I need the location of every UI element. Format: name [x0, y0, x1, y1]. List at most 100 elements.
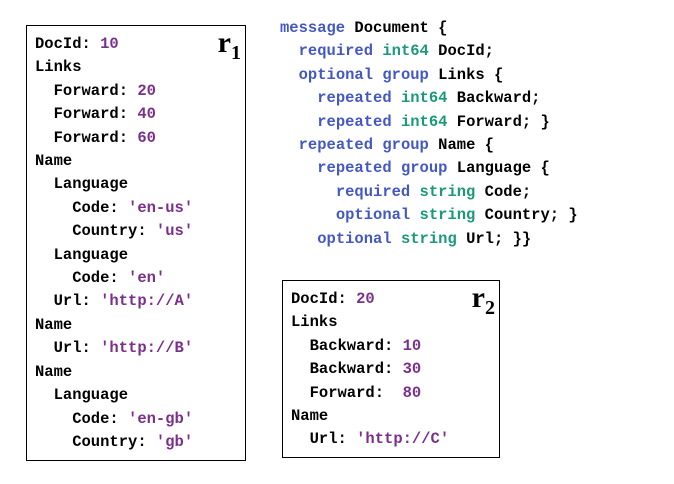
field-text: Language: [35, 245, 129, 264]
code-line: Forward: 40: [35, 105, 156, 123]
field-text: Backward:: [291, 360, 403, 379]
code-line: repeated int64 Backward;: [280, 89, 540, 107]
field-text: Url:: [35, 292, 101, 311]
keyword: repeated: [317, 112, 392, 131]
code-line: Url: 'http://B': [35, 339, 194, 358]
field-text: Country:: [35, 432, 156, 451]
code-line: DocId: 20: [291, 290, 375, 308]
field-text: Links: [35, 58, 82, 77]
field-value: 30: [402, 360, 422, 379]
keyword: optional: [335, 206, 411, 225]
field-text: DocId:: [35, 35, 101, 53]
field-text: Name: [35, 362, 73, 381]
schema-definition: message Document { required int64 DocId;…: [280, 17, 578, 251]
keyword: message: [280, 19, 346, 37]
field-value: 'http://A': [100, 292, 194, 311]
field-text: [280, 89, 317, 107]
code-line: Country: 'us': [35, 222, 193, 240]
field-value: 20: [137, 81, 156, 100]
field-value: 'gb': [155, 432, 194, 451]
field-text: Forward; }: [447, 112, 550, 131]
record-r1-label: r1: [217, 26, 241, 65]
field-value: 10: [100, 35, 119, 53]
code-line: optional group Links {: [280, 65, 504, 84]
record-r2-box: DocId: 20 Links Backward: 10 Backward: 3…: [282, 280, 500, 458]
field-value: 60: [137, 128, 156, 147]
code-line: repeated group Name {: [280, 136, 494, 154]
field-text: Name: [35, 152, 73, 171]
keyword: required: [335, 182, 411, 201]
field-text: Backward;: [447, 89, 541, 108]
code-line: message Document {: [280, 19, 447, 37]
field-text: Country; }: [475, 206, 578, 225]
field-text: Backward:: [291, 336, 403, 355]
field-value: 'en': [128, 269, 166, 288]
code-line: Name: [35, 316, 72, 334]
code-line: Backward: 10: [291, 336, 422, 355]
field-text: [280, 42, 299, 60]
code-line: Forward: 80: [291, 383, 422, 402]
code-line: Url: 'http://C': [291, 430, 450, 449]
field-text: [280, 66, 299, 84]
field-text: [280, 113, 317, 131]
field-text: [373, 42, 382, 60]
field-value: 40: [137, 105, 156, 124]
code-line: Country: 'gb': [35, 433, 193, 451]
field-text: [280, 136, 299, 154]
field-text: [392, 159, 401, 177]
code-line: optional string Country; }: [280, 206, 578, 224]
record-r1-box: DocId: 10 Links Forward: 20 Forward: 40 …: [26, 25, 246, 461]
type-name: int64: [382, 42, 429, 61]
field-value: 80: [402, 383, 422, 402]
field-text: Forward:: [35, 128, 138, 147]
field-text: Forward:: [35, 81, 138, 100]
code-line: Code: 'en': [35, 269, 165, 287]
code-line: Url: 'http://A': [35, 292, 194, 311]
field-text: Code;: [475, 182, 532, 201]
field-text: Code:: [35, 269, 129, 288]
field-text: Url:: [291, 430, 357, 449]
type-name: string: [419, 206, 476, 225]
code-line: Links: [35, 58, 82, 76]
code-line: Language: [35, 386, 128, 404]
type-name: int64: [400, 89, 448, 108]
field-text: Code:: [35, 409, 129, 428]
field-text: Language {: [447, 159, 550, 178]
field-text: [392, 89, 401, 107]
field-text: Name {: [428, 136, 494, 155]
field-text: [373, 66, 382, 84]
code-line: Forward: 20: [35, 82, 156, 100]
field-text: Name: [291, 407, 329, 426]
type-name: string: [400, 229, 457, 248]
code-line: optional string Url; }}: [280, 230, 531, 248]
code-line: repeated group Language {: [280, 159, 550, 177]
field-text: [392, 113, 401, 131]
keyword: optional: [298, 65, 374, 84]
field-text: Country:: [35, 222, 156, 241]
code-line: Name: [35, 152, 72, 170]
code-line: DocId: 10: [35, 35, 119, 53]
field-text: Url; }}: [456, 229, 532, 248]
record-r2-text: DocId: 20 Links Backward: 10 Backward: 3…: [291, 288, 449, 452]
keyword: group: [382, 65, 429, 84]
field-value: 'us': [155, 222, 194, 241]
field-value: 'http://C': [356, 430, 450, 449]
keyword: required: [298, 42, 374, 61]
field-text: [373, 136, 382, 154]
code-line: Name: [291, 407, 328, 425]
field-text: [280, 206, 336, 224]
field-text: Code:: [35, 198, 129, 217]
keyword: repeated: [317, 159, 392, 178]
keyword: optional: [317, 229, 392, 248]
record-r2-label: r2: [471, 281, 495, 320]
type-name: string: [419, 182, 476, 201]
field-text: [280, 230, 317, 248]
field-text: Name: [35, 315, 73, 334]
field-text: [410, 183, 419, 201]
field-text: DocId:: [291, 290, 357, 308]
record-r1-text: DocId: 10 Links Forward: 20 Forward: 40 …: [35, 33, 193, 454]
field-text: Url:: [35, 339, 101, 358]
field-text: DocId;: [428, 42, 494, 61]
field-value: 'http://B': [100, 339, 194, 358]
code-line: Code: 'en-us': [35, 199, 193, 217]
